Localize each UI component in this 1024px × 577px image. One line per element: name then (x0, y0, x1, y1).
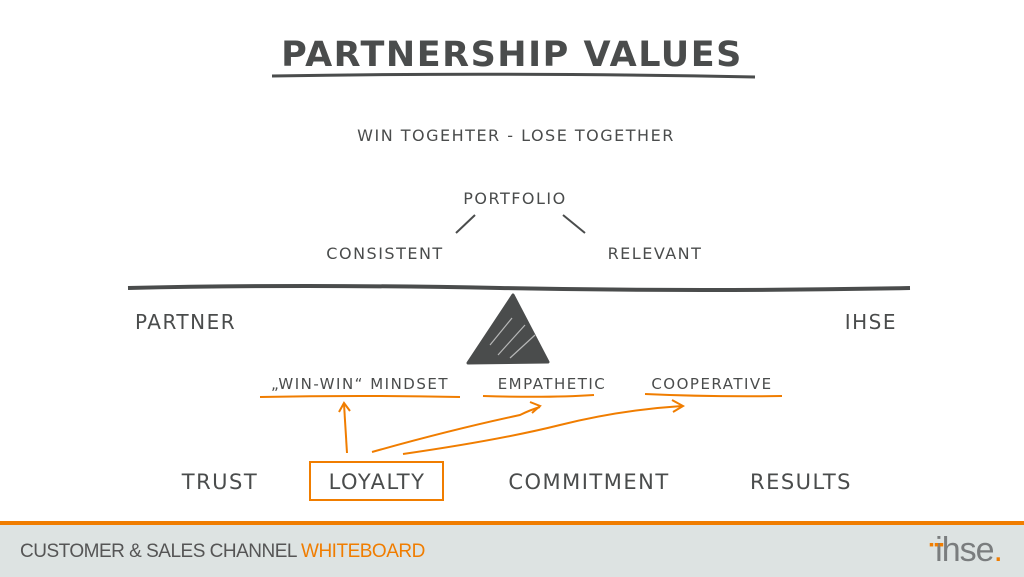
portfolio-relevant: RELEVANT (608, 244, 703, 263)
footer-bar: CUSTOMER & SALES CHANNEL WHITEBOARD ▪▪▪i… (0, 521, 1024, 577)
ihse-logo: ▪▪▪ihse. (929, 531, 1004, 570)
fulcrum-hatching (489, 317, 536, 359)
balance-ihse: IHSE (845, 310, 897, 334)
logo-text: ihse (935, 531, 994, 569)
title-underline (271, 72, 756, 79)
portfolio-consistent: CONSISTENT (326, 244, 443, 263)
footer-title: CUSTOMER & SALES CHANNEL WHITEBOARD (20, 541, 425, 563)
portfolio-right-line (562, 214, 586, 234)
portfolio-left-line (455, 214, 476, 234)
attribute-cooperative: COOPERATIVE (651, 375, 772, 393)
fulcrum-triangle (466, 293, 550, 365)
value-results: RESULTS (750, 470, 852, 494)
logo-dot: . (993, 531, 1004, 569)
portfolio-label: PORTFOLIO (463, 189, 567, 208)
attribute-win-win: „WIN-WIN“ MINDSET (271, 375, 449, 393)
value-commitment: COMMITMENT (508, 470, 669, 494)
footer-text: CUSTOMER & SALES CHANNEL (20, 541, 297, 562)
orange-annotations (259, 393, 783, 501)
value-trust: TRUST (181, 470, 258, 494)
balance-beam (127, 284, 911, 292)
balance-partner: PARTNER (135, 310, 236, 334)
attribute-empathetic: EMPATHETIC (498, 375, 607, 393)
value-loyalty: LOYALTY (329, 470, 426, 494)
logo-ticks-icon: ▪▪▪ (929, 536, 945, 552)
footer-accent: WHITEBOARD (301, 541, 425, 562)
page-title: PARTNERSHIP VALUES (281, 35, 743, 75)
subtitle: WIN TOGEHTER - LOSE TOGETHER (357, 126, 675, 145)
